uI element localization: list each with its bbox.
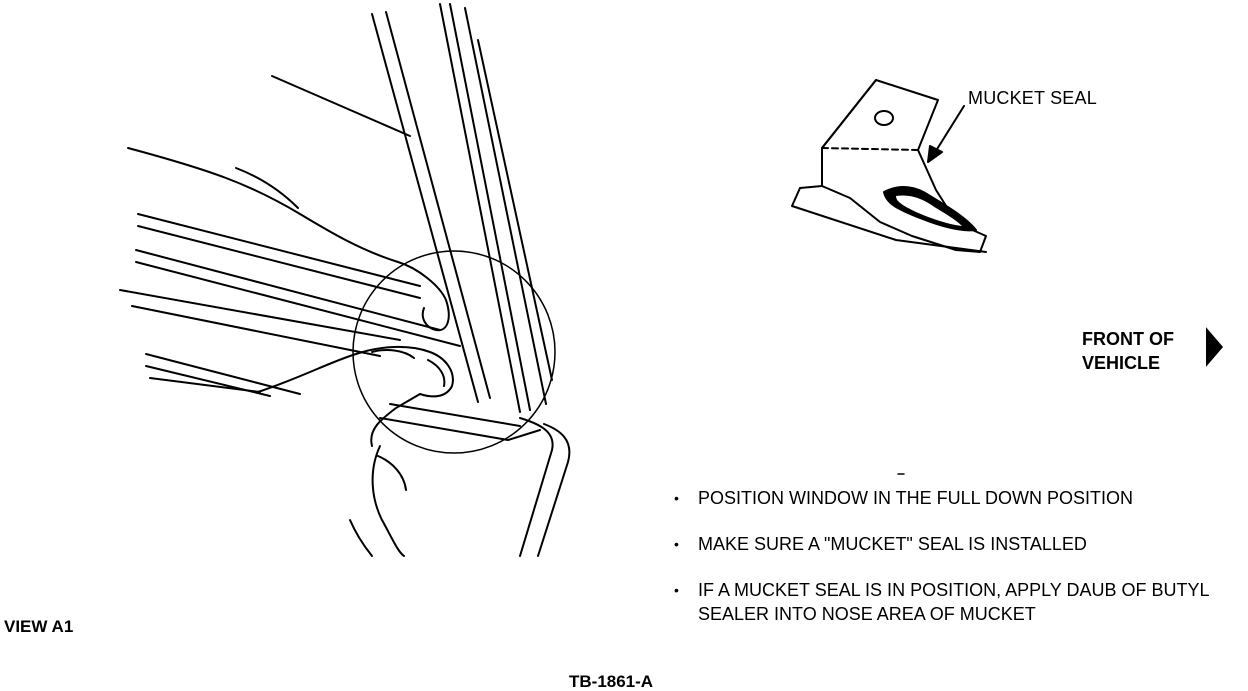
front-label-line2: VEHICLE bbox=[1082, 353, 1161, 373]
note-item: IF A MUCKET SEAL IS IN POSITION, APPLY D… bbox=[674, 578, 1218, 626]
note-item: POSITION WINDOW IN THE FULL DOWN POSITIO… bbox=[674, 486, 1234, 510]
view-label: VIEW A1 bbox=[4, 617, 74, 636]
note-item: MAKE SURE A "MUCKET" SEAL IS INSTALLED bbox=[674, 532, 1234, 556]
mucket-seal-part bbox=[791, 79, 987, 253]
door-frame-edge bbox=[519, 417, 571, 557]
arrow-right-icon bbox=[1204, 326, 1223, 368]
hands bbox=[127, 147, 454, 557]
front-of-vehicle-label: FRONT OF VEHICLE bbox=[1082, 327, 1174, 375]
mucket-seal-label: MUCKET SEAL bbox=[968, 88, 1097, 108]
figure-code: TB-1861-A bbox=[569, 672, 654, 691]
door-sill-channels bbox=[119, 213, 541, 441]
callout-arrow bbox=[927, 105, 965, 163]
window-glass bbox=[271, 3, 553, 413]
front-label-line1: FRONT OF bbox=[1082, 329, 1174, 349]
detail-circle bbox=[352, 250, 556, 454]
instruction-notes: POSITION WINDOW IN THE FULL DOWN POSITIO… bbox=[674, 486, 1234, 648]
